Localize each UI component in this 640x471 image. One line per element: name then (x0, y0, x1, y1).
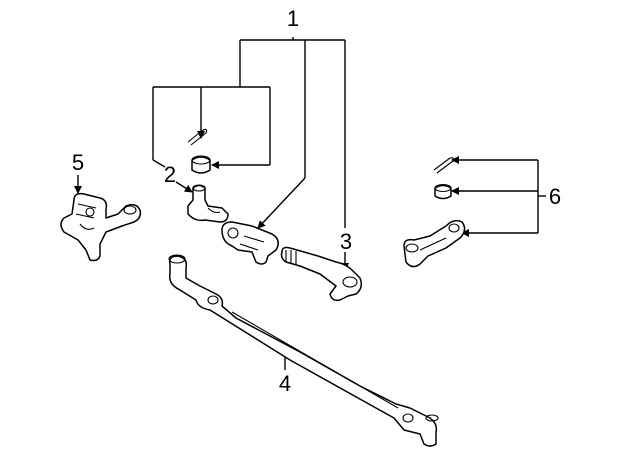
idler-arm-icon (403, 219, 466, 268)
callout-1-leaders (152, 37, 346, 229)
center-link-icon (168, 254, 439, 447)
callout-6-label: 6 (548, 184, 562, 209)
cotter-pin-icon (187, 128, 208, 146)
callout-2-label: 2 (163, 162, 177, 187)
cotter-pin-6-icon (433, 157, 455, 174)
adjuster-sleeve-icon (221, 221, 279, 265)
callout-1-label: 1 (286, 6, 300, 31)
callout-2-leader (175, 181, 193, 193)
pitman-arm-icon (60, 192, 142, 262)
callout-3-label: 3 (339, 229, 353, 254)
ball-joint-end-icon (187, 184, 229, 223)
callout-4-label: 4 (278, 371, 292, 396)
callout-5-label: 5 (71, 150, 85, 175)
callout-6-leaders (451, 156, 546, 237)
castle-nut-6-icon (434, 183, 452, 200)
castle-nut-icon (191, 155, 211, 174)
tie-rod-end-icon (280, 246, 363, 302)
